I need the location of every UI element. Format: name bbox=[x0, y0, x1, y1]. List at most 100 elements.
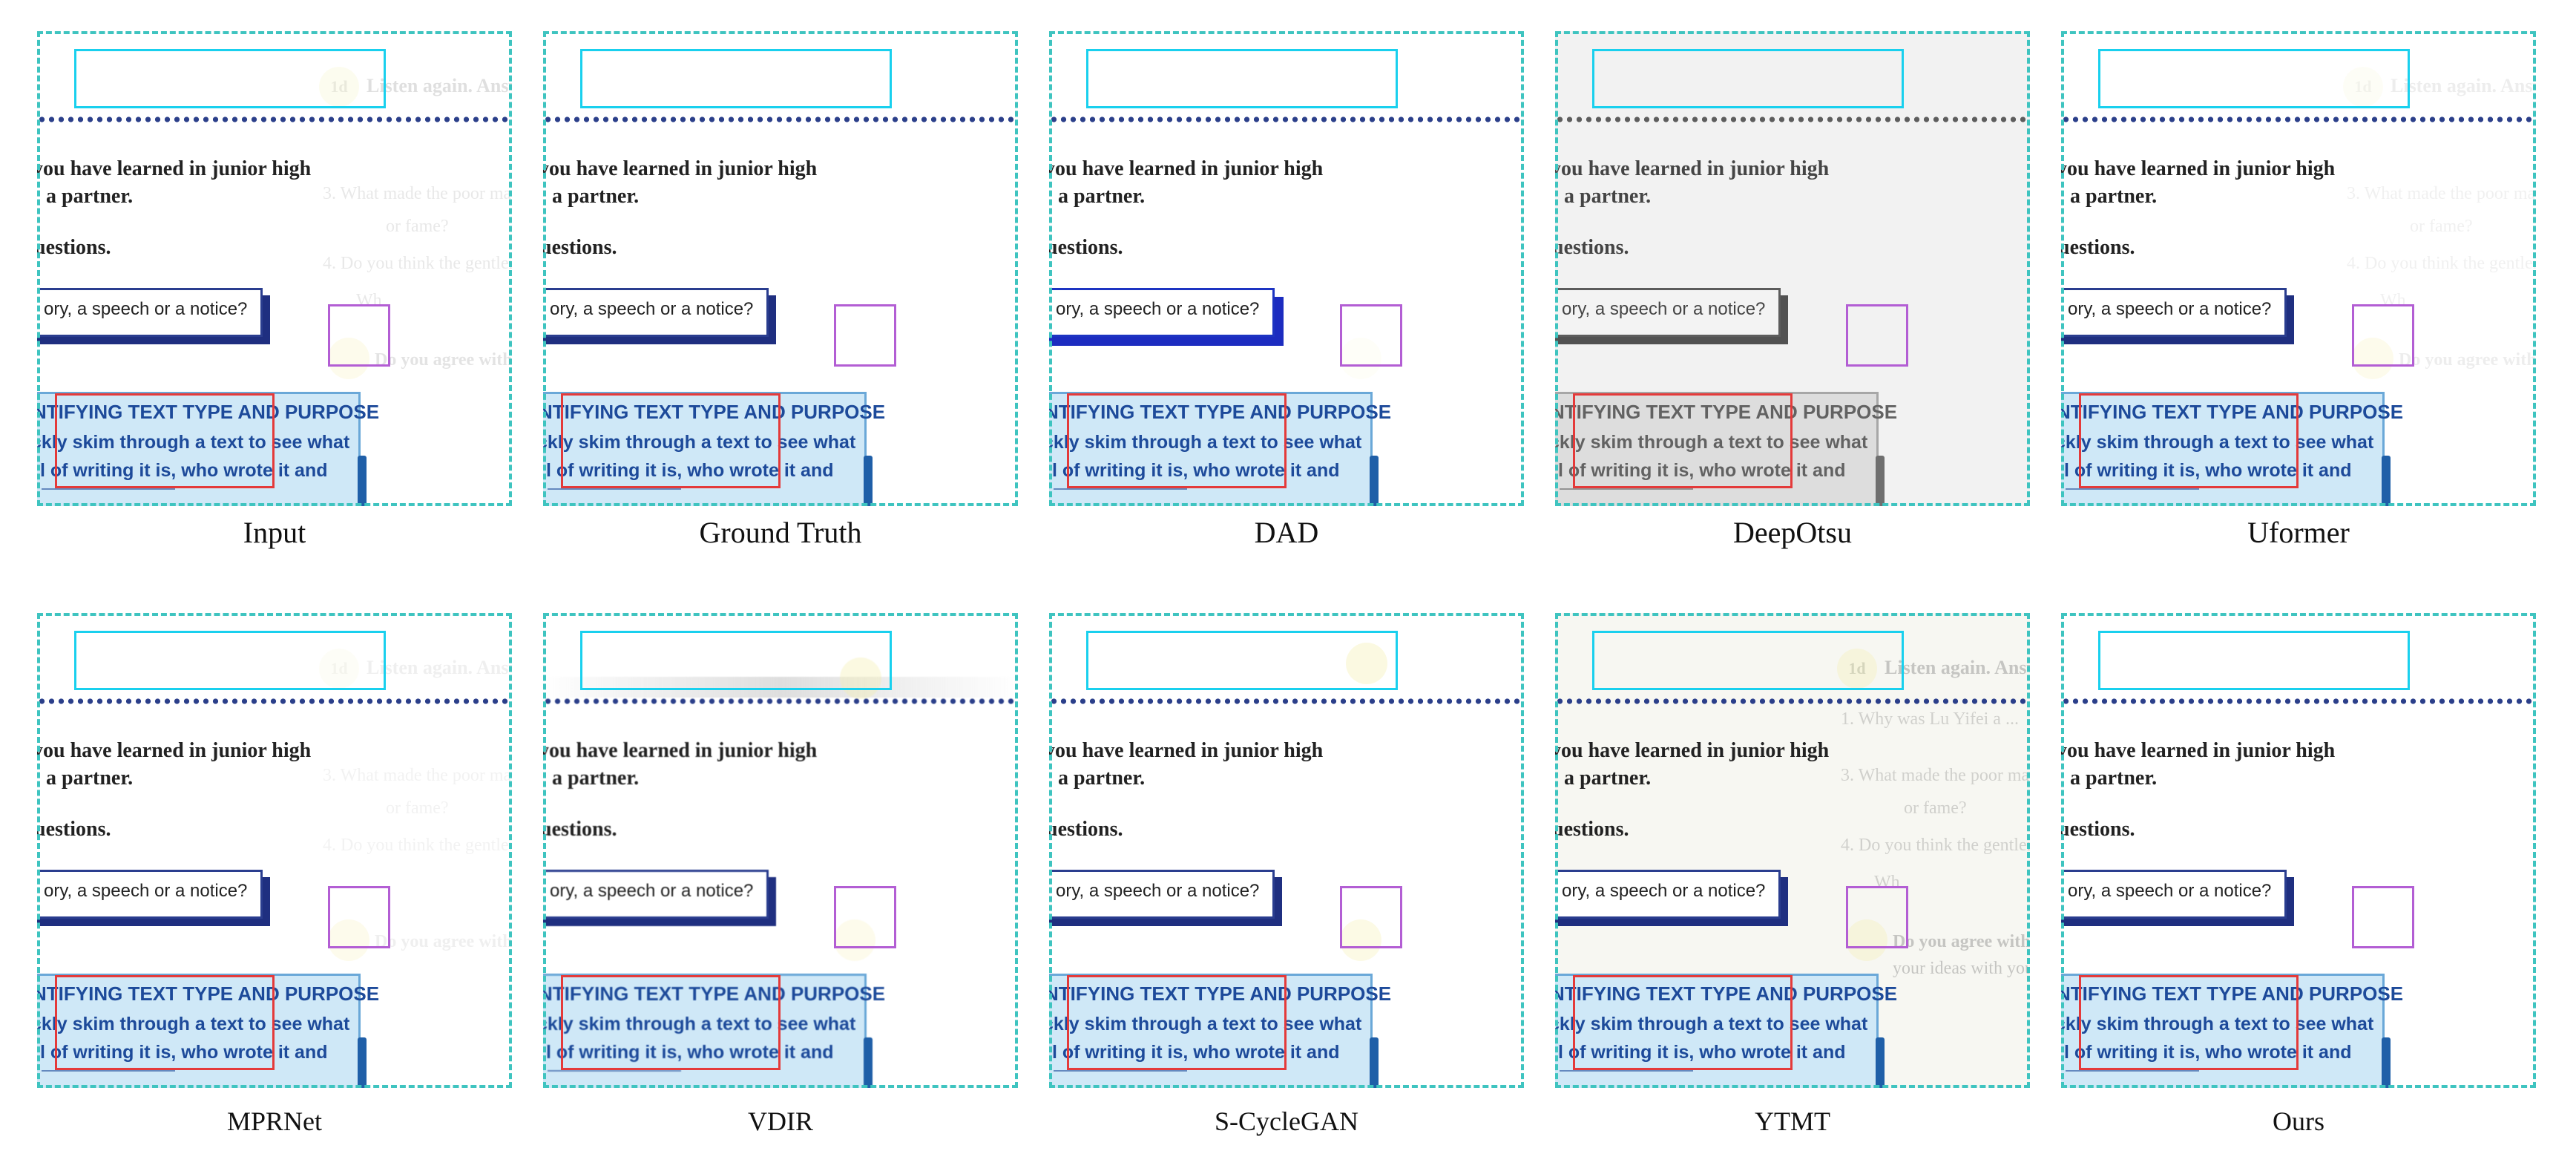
card-text-line: l of writing it is, who wrote it and bbox=[1052, 1042, 1340, 1063]
card-text-line: l of writing it is, who wrote it and bbox=[40, 460, 328, 481]
card-text-line: ckly skim through a text to see what bbox=[2061, 1014, 2374, 1034]
highlight-box-cyan bbox=[1592, 49, 1904, 108]
highlight-box-cyan bbox=[580, 49, 892, 108]
speech-box: ory, a speech or a notice? bbox=[2061, 870, 2287, 919]
highlight-box-red bbox=[2079, 975, 2299, 1070]
question-number-badge: 1d bbox=[2343, 67, 2383, 107]
text-line: you have learned in junior high bbox=[543, 157, 818, 180]
card-text-cutoff bbox=[2066, 1070, 2199, 1085]
card-text-line: ckly skim through a text to see what bbox=[1049, 432, 1362, 453]
card-tab bbox=[1370, 456, 1379, 506]
speech-box: ory, a speech or a notice? bbox=[543, 288, 769, 337]
card-title: NTIFYING TEXT TYPE AND PURPOSE bbox=[1555, 983, 1898, 1005]
dotted-divider bbox=[1555, 698, 2030, 705]
bleed-through-badge bbox=[1846, 919, 1887, 961]
text-line: you have learned in junior high bbox=[37, 739, 312, 762]
bleed-through-badge bbox=[840, 657, 881, 699]
text-line: uestions. bbox=[543, 236, 617, 259]
bleed-through-line: 4. Do you think the gentlem bbox=[323, 254, 512, 273]
card-text-cutoff bbox=[548, 488, 681, 503]
highlight-box-purple bbox=[2352, 304, 2414, 367]
highlight-box-cyan bbox=[2098, 631, 2410, 690]
card-title: NTIFYING TEXT TYPE AND PURPOSE bbox=[2061, 401, 2404, 423]
highlight-box-cyan bbox=[1086, 631, 1398, 690]
question-number-badge: 1d bbox=[319, 67, 359, 107]
text-line: you have learned in junior high bbox=[37, 157, 312, 180]
text-line: uestions. bbox=[37, 818, 111, 841]
bleed-through-line: 3. What made the poor ma bbox=[2347, 184, 2536, 203]
panel-caption: S-CycleGAN bbox=[1215, 1106, 1358, 1136]
panel-ground-truth: you have learned in junior high a partne… bbox=[543, 31, 1018, 506]
card-text-line: ckly skim through a text to see what bbox=[1555, 432, 1868, 453]
card-tab bbox=[2382, 1037, 2391, 1088]
highlight-box-purple bbox=[1340, 304, 1402, 367]
dotted-divider bbox=[2061, 116, 2536, 123]
speech-box: ory, a speech or a notice? bbox=[37, 870, 263, 919]
bleed-through-line: or fame? bbox=[2410, 217, 2473, 236]
panel-dad: you have learned in junior high a partne… bbox=[1049, 31, 1524, 506]
speech-box-text: ory, a speech or a notice? bbox=[2068, 881, 2272, 901]
text-line: you have learned in junior high bbox=[2061, 157, 2336, 180]
card-text-cutoff bbox=[42, 1070, 175, 1085]
text-line: a partner. bbox=[2070, 185, 2158, 208]
dotted-divider bbox=[543, 116, 1018, 123]
card-text-cutoff bbox=[1054, 488, 1187, 503]
highlight-box-purple bbox=[328, 304, 390, 367]
card-text-cutoff bbox=[548, 1070, 681, 1085]
document-crop: you have learned in junior high a partne… bbox=[1555, 31, 2030, 506]
highlight-box-red bbox=[55, 975, 275, 1070]
highlight-box-red bbox=[55, 393, 275, 488]
text-line: uestions. bbox=[1555, 236, 1629, 259]
card-title: NTIFYING TEXT TYPE AND PURPOSE bbox=[37, 983, 380, 1005]
card-tab bbox=[358, 456, 367, 506]
text-line: uestions. bbox=[1555, 818, 1629, 841]
highlight-box-cyan bbox=[74, 49, 386, 108]
card-tab bbox=[864, 1037, 873, 1088]
card-tab bbox=[864, 456, 873, 506]
card-text-line: ckly skim through a text to see what bbox=[1555, 1014, 1868, 1034]
card-text-line: l of writing it is, who wrote it and bbox=[1052, 460, 1340, 481]
text-line: uestions. bbox=[2061, 818, 2135, 841]
card-title: NTIFYING TEXT TYPE AND PURPOSE bbox=[543, 401, 886, 423]
card-text-line: ckly skim through a text to see what bbox=[543, 1014, 856, 1034]
card-tab bbox=[358, 1037, 367, 1088]
bleed-through-line: or fame? bbox=[386, 217, 449, 236]
speech-box-text: ory, a speech or a notice? bbox=[44, 299, 248, 319]
speech-box: ory, a speech or a notice? bbox=[37, 288, 263, 337]
card-text-line: l of writing it is, who wrote it and bbox=[40, 1042, 328, 1063]
card-text-line: ckly skim through a text to see what bbox=[543, 432, 856, 453]
card-text-cutoff bbox=[1560, 1070, 1693, 1085]
panel-caption: Ours bbox=[2273, 1106, 2324, 1136]
bleed-through-line: 3. What made the poor ma bbox=[323, 766, 512, 785]
highlight-box-red bbox=[1573, 393, 1793, 488]
card-text-line: l of writing it is, who wrote it and bbox=[546, 460, 834, 481]
text-line: uestions. bbox=[2061, 236, 2135, 259]
text-line: you have learned in junior high bbox=[1049, 739, 1324, 762]
bleed-through-line: 3. What made the poor ma bbox=[323, 184, 512, 203]
card-text-cutoff bbox=[1560, 488, 1693, 503]
text-line: a partner. bbox=[1564, 767, 1652, 790]
card-tab bbox=[1370, 1037, 1379, 1088]
highlight-box-red bbox=[561, 975, 781, 1070]
text-line: you have learned in junior high bbox=[2061, 739, 2336, 762]
text-line: uestions. bbox=[37, 236, 111, 259]
question-number-badge: 1d bbox=[319, 649, 359, 689]
text-line: a partner. bbox=[1058, 767, 1146, 790]
text-line: uestions. bbox=[1049, 818, 1123, 841]
bleed-through-badge bbox=[2352, 338, 2393, 379]
card-title: NTIFYING TEXT TYPE AND PURPOSE bbox=[1049, 983, 1392, 1005]
dotted-divider bbox=[1049, 698, 1524, 705]
bleed-through-line: Do you agree with the poor m bbox=[375, 350, 512, 370]
speech-box-text: ory, a speech or a notice? bbox=[1562, 881, 1766, 901]
bleed-through-line: 3. What made the poor ma bbox=[1841, 766, 2030, 785]
panel-caption: YTMT bbox=[1755, 1106, 1830, 1136]
highlight-box-purple bbox=[1846, 304, 1908, 367]
speech-box: ory, a speech or a notice? bbox=[1049, 870, 1275, 919]
highlight-box-purple bbox=[834, 886, 896, 948]
text-line: you have learned in junior high bbox=[1049, 157, 1324, 180]
